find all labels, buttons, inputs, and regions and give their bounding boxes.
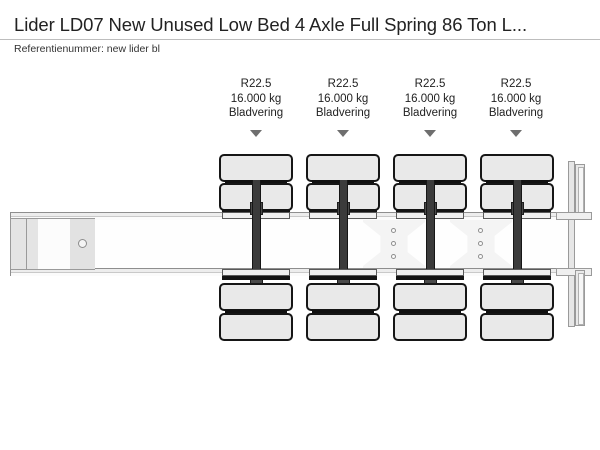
kingpin-hole [78, 239, 87, 248]
tyre-outer-lower [480, 313, 554, 341]
rear-lower-tab-inner [578, 273, 584, 325]
axle-1-capacity: 16.000 kg [230, 92, 282, 105]
tyre-outer-lower [219, 313, 293, 341]
tyre-inner-lower [306, 283, 380, 311]
axle-4-suspension: Bladvering [488, 107, 544, 119]
axle-4-capacity: 16.000 kg [490, 92, 542, 105]
tyre-outer-upper [480, 154, 554, 182]
triangle-down-icon-3 [424, 130, 436, 137]
chassis-top-rail-highlight [11, 216, 579, 220]
axle-1-tyre-size: R22.5 [240, 78, 272, 90]
axle-4-tyre-size: R22.5 [500, 78, 532, 90]
gooseneck-window [38, 219, 70, 269]
axle-3-tyre-size: R22.5 [414, 78, 446, 90]
leaf-spring-shadow-lower [483, 276, 551, 280]
title-divider [0, 39, 600, 40]
tyre-outer-upper [393, 154, 467, 182]
axle-3-capacity: 16.000 kg [404, 92, 456, 105]
axle-shaft [513, 180, 522, 290]
rear-vertical-post [568, 161, 575, 327]
suspension-plate-1 [363, 215, 425, 273]
tyre-gap-lower [225, 310, 287, 314]
axle-2-tyre-size: R22.5 [327, 78, 359, 90]
leaf-spring-lower [309, 269, 377, 276]
tyre-outer-lower [393, 313, 467, 341]
axle-callout-3: R22.5 16.000 kg Bladvering [375, 77, 485, 121]
tyre-gap-lower [399, 310, 461, 314]
tyre-gap-lower [486, 310, 548, 314]
axle-callout-2: R22.5 16.000 kg Bladvering [288, 77, 398, 121]
bolt-hole [391, 254, 396, 259]
suspension-plate-2 [450, 215, 512, 273]
leaf-spring-shadow-lower [222, 276, 290, 280]
axle-2-capacity: 16.000 kg [317, 92, 369, 105]
axle-callout-4: R22.5 16.000 kg Bladvering [461, 77, 571, 121]
tyre-outer-upper [306, 154, 380, 182]
axle-shaft [426, 180, 435, 290]
tyre-inner-lower [393, 283, 467, 311]
leaf-spring-shadow-lower [309, 276, 377, 280]
bolt-hole [391, 228, 396, 233]
gooseneck-divider-1 [26, 219, 27, 269]
tyre-outer-upper [219, 154, 293, 182]
axle-callout-1: R22.5 16.000 kg Bladvering [201, 77, 311, 121]
leaf-spring-lower [396, 269, 464, 276]
rear-top-crossbar [556, 212, 592, 220]
bolt-hole [478, 254, 483, 259]
triangle-down-icon-1 [250, 130, 262, 137]
axle-shaft [339, 180, 348, 290]
leaf-spring-lower [222, 269, 290, 276]
tyre-inner-lower [480, 283, 554, 311]
axle-2-suspension: Bladvering [315, 107, 371, 119]
triangle-down-icon-2 [337, 130, 349, 137]
bolt-hole [391, 241, 396, 246]
triangle-down-icon-4 [510, 130, 522, 137]
axle-shaft [252, 180, 261, 290]
bolt-hole [478, 241, 483, 246]
leaf-spring-shadow-lower [396, 276, 464, 280]
axle-1-suspension: Bladvering [228, 107, 284, 119]
rear-bottom-crossbar [556, 268, 592, 276]
tyre-inner-lower [219, 283, 293, 311]
leaf-spring-lower [483, 269, 551, 276]
bolt-hole [478, 228, 483, 233]
axle-3-suspension: Bladvering [402, 107, 458, 119]
reference-number: Referentienummer: new lider bl [14, 43, 160, 55]
chassis-bottom-rail-highlight [11, 272, 579, 276]
tyre-outer-lower [306, 313, 380, 341]
page-title: Lider LD07 New Unused Low Bed 4 Axle Ful… [14, 14, 527, 35]
rear-lower-tab [575, 270, 585, 326]
tyre-gap-lower [312, 310, 374, 314]
